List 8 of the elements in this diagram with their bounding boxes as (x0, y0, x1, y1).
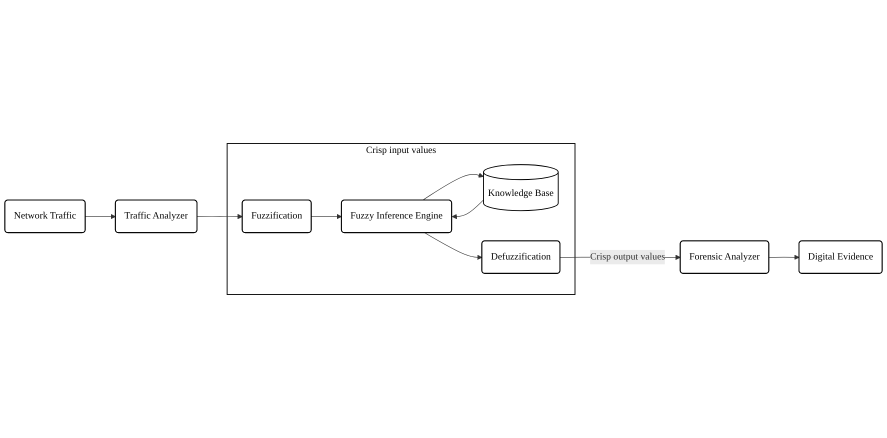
arrow (311, 214, 342, 220)
arrow (196, 214, 243, 220)
arrow (85, 214, 116, 220)
arrow (768, 254, 800, 260)
edge-label: Crisp output values (590, 252, 666, 262)
arrow (424, 232, 482, 260)
arrow (422, 172, 484, 201)
arrow (452, 200, 484, 220)
